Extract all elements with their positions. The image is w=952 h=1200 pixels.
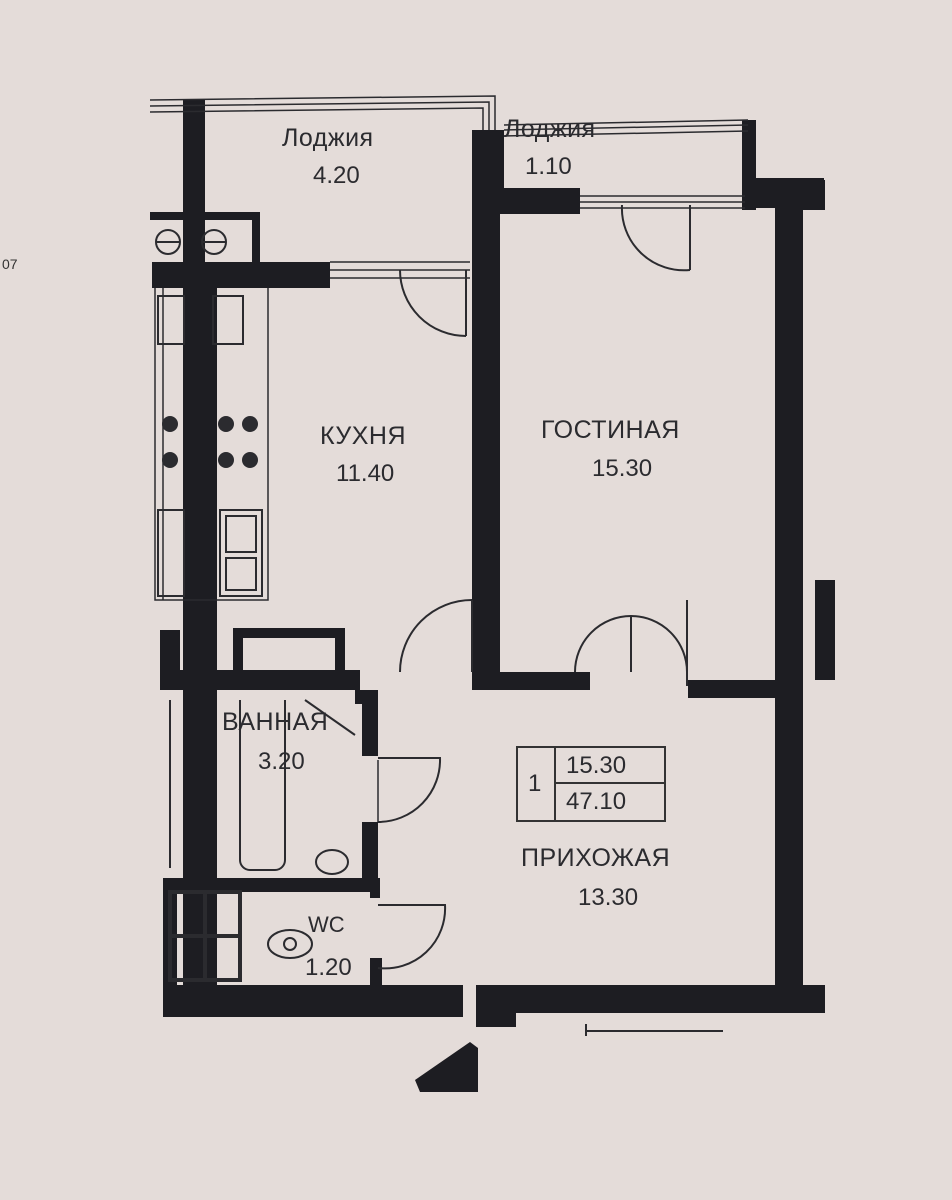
kitchen-name: КУХНЯ [320, 422, 407, 450]
shaft-grid [168, 890, 242, 982]
stove-burners [162, 416, 258, 468]
loggia-right-name: Лоджия [504, 115, 596, 143]
living-area: 15.30 [592, 455, 653, 482]
loggia-left-area: 4.20 [313, 162, 360, 189]
kitchen-fixtures [155, 229, 263, 597]
living-area-summary: 15.30 [566, 752, 627, 779]
wc-area: 1.20 [305, 954, 352, 981]
total-area-summary: 47.10 [566, 788, 627, 815]
area-summary-box: 1 15.30 47.10 [516, 746, 666, 822]
kitchen-area: 11.40 [336, 460, 395, 487]
bath-area: 3.20 [258, 748, 305, 775]
loggia-right-area: 1.10 [525, 153, 572, 180]
dimension-line [585, 1024, 723, 1036]
summary-divider-horizontal [556, 782, 664, 784]
bath-fixtures [169, 699, 356, 959]
loggia-outline [149, 95, 749, 822]
hall-area: 13.30 [578, 884, 639, 911]
hall-name: ПРИХОЖАЯ [521, 844, 671, 872]
doors [377, 204, 691, 970]
room-count: 1 [528, 770, 542, 797]
summary-divider-vertical [554, 748, 556, 820]
walls [150, 100, 835, 1092]
bath-name: ВАННАЯ [222, 708, 329, 736]
loggia-left-name: Лоджия [282, 124, 374, 152]
living-name: ГОСТИНАЯ [541, 416, 680, 444]
edge-fragment-text: 07 [2, 256, 18, 272]
wc-name: WC [308, 912, 345, 937]
